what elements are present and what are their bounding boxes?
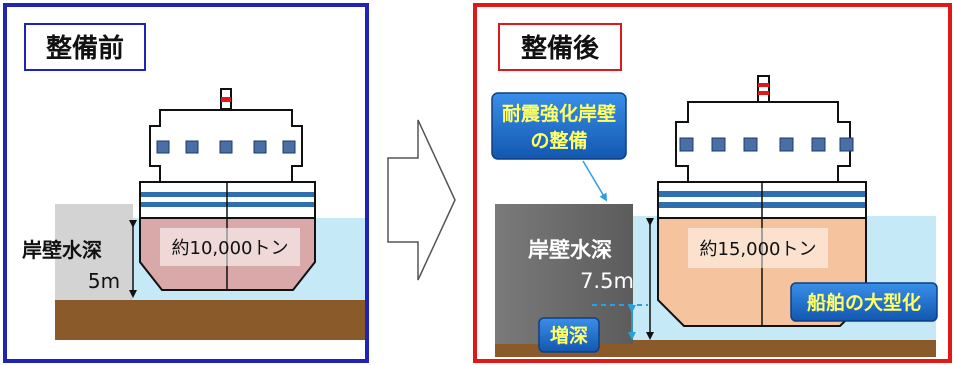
after-ship-size-label: 船舶の大型化 xyxy=(807,291,921,314)
after-callout-line2: の整備 xyxy=(530,129,587,152)
transition-arrow-icon xyxy=(387,119,456,281)
before-window-3 xyxy=(219,140,233,154)
before-wall-label-line1: 岸壁水深 xyxy=(22,238,102,262)
after-window-4 xyxy=(779,137,794,152)
before-window-2 xyxy=(185,140,199,154)
after-ship-mast xyxy=(757,75,770,103)
after-callout-line1: 耐震強化岸壁 xyxy=(502,102,616,125)
after-callout-box xyxy=(491,92,627,160)
after-title-box xyxy=(498,23,622,71)
before-tonnage-box xyxy=(160,228,300,266)
before-quay-wall xyxy=(55,204,133,304)
before-tonnage-label: 約10,000トン xyxy=(172,238,289,259)
after-wall-label-line2: 7.5m xyxy=(580,269,634,293)
before-title-box xyxy=(24,23,146,71)
before-ship-mast-band xyxy=(221,97,231,102)
after-title: 整備後 xyxy=(521,33,600,64)
after-ship-mast-band-1 xyxy=(758,83,769,87)
after-window-5 xyxy=(811,137,826,152)
after-window-3 xyxy=(743,137,758,152)
after-ship-mast-band-2 xyxy=(758,91,769,95)
after-panel: 整備後 耐震強化岸壁 の整備 xyxy=(473,3,952,363)
after-wall-label-line1: 岸壁水深 xyxy=(528,238,612,262)
before-ship: 約10,000トン xyxy=(139,88,316,291)
after-window-6 xyxy=(839,137,854,152)
before-window-1 xyxy=(156,140,170,154)
after-ship-size-box xyxy=(790,282,938,322)
after-tonnage-label: 約15,000トン xyxy=(700,239,817,260)
after-callout-pointer xyxy=(582,160,608,202)
after-window-2 xyxy=(711,137,726,152)
before-title: 整備前 xyxy=(46,33,124,64)
before-window-5 xyxy=(282,140,296,154)
before-panel: 整備前 約10,000トン xyxy=(3,3,369,363)
after-window-1 xyxy=(679,137,694,152)
before-wall-label-line2: 5m xyxy=(88,269,120,293)
after-deepening-label: 増深 xyxy=(550,324,588,347)
after-deepening-box xyxy=(538,317,600,353)
after-tonnage-box xyxy=(688,228,828,268)
before-window-4 xyxy=(253,140,267,154)
after-seabed xyxy=(495,340,936,357)
before-seabed xyxy=(55,300,365,340)
